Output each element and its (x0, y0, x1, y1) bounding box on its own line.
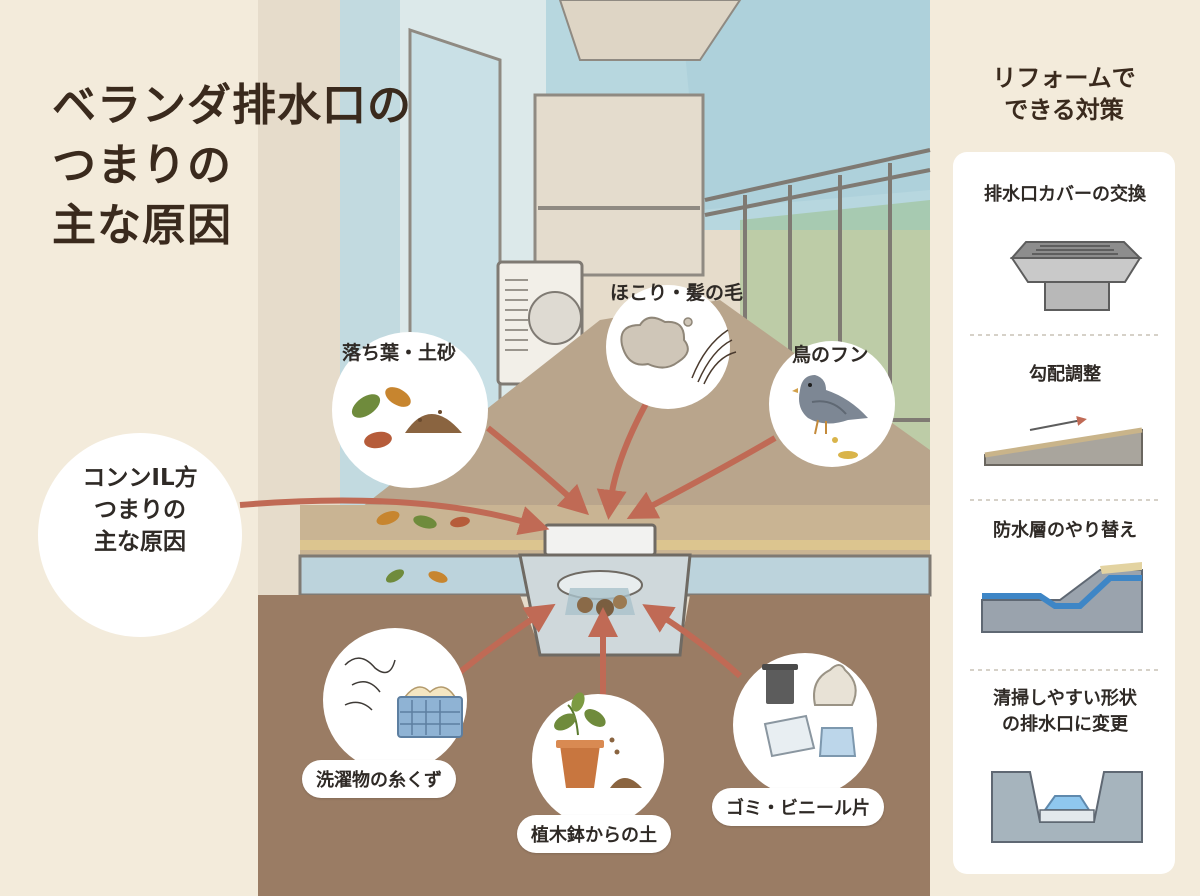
solution-item-slope: 勾配調整 (960, 362, 1170, 388)
solutions-heading-line: リフォームで (992, 64, 1136, 92)
leaves-cause-circle (332, 332, 488, 488)
trash-cause-label: ゴミ・ビニール片 (712, 788, 884, 826)
drain-grate-icon (518, 523, 692, 657)
main-cause-line: 主な原因 (94, 529, 186, 555)
title-line: ベランダ排水口の (52, 80, 412, 131)
solution-item-label: 清掃しやすい形状 (993, 688, 1137, 709)
title-line: つまりの (52, 140, 232, 191)
title-line: 主な原因 (52, 200, 232, 251)
floor-leaves (376, 511, 470, 583)
solution-item-label: 勾配調整 (1029, 364, 1101, 385)
main-cause-label: コンンIL方 つまりの 主な原因 (40, 462, 240, 558)
balcony-floor (320, 300, 930, 540)
easy-clean-drain-icon (991, 771, 1143, 843)
ceiling (558, 0, 742, 61)
leaves-soil-icon (351, 387, 462, 449)
sky-far (680, 0, 930, 210)
drain-cover-icon (1009, 241, 1143, 311)
solution-item-label: の排水口に変更 (1002, 714, 1128, 735)
solution-item-label: 防水層のやり替え (993, 520, 1137, 541)
leaves-cause-label: 落ち葉・土砂 (342, 342, 457, 364)
main-cause-line: コンンIL方 (82, 465, 198, 491)
main-cause-circle (38, 433, 242, 637)
solution-item-easy-clean: 清掃しやすい形状 の排水口に変更 (960, 686, 1170, 738)
solution-item-drain-cover: 排水口カバーの交換 (960, 182, 1170, 208)
wall-panel (533, 93, 705, 277)
slope-adjust-icon (984, 416, 1143, 466)
trash-bag-icon (762, 664, 857, 758)
waterproof-layer-icon (981, 562, 1143, 633)
solutions-heading-line: できる対策 (1004, 96, 1124, 124)
bird-cause-label: 鳥のフン (792, 344, 869, 366)
solutions-heading: リフォームで できる対策 (955, 62, 1173, 126)
main-cause-line: つまりの (94, 497, 186, 523)
potted-plant-icon (554, 692, 642, 788)
dust-hair-icon (620, 316, 737, 385)
solution-item-waterproof: 防水層のやり替え (960, 518, 1170, 544)
plant-cause-label: 植木鉢からの土 (517, 815, 671, 853)
cause-arrows (239, 398, 777, 698)
pigeon-icon (792, 375, 868, 459)
dust-cause-label: ほこり・髪の毛 (610, 282, 744, 304)
solutions-panel (953, 152, 1175, 874)
solution-item-label: 排水口カバーの交換 (984, 184, 1146, 205)
page-title: ベランダ排水口の つまりの 主な原因 (52, 76, 412, 256)
laundry-cause-label: 洗濯物の糸くず (302, 760, 456, 798)
wall-panel-line (538, 206, 700, 210)
laundry-basket-icon (344, 657, 463, 738)
